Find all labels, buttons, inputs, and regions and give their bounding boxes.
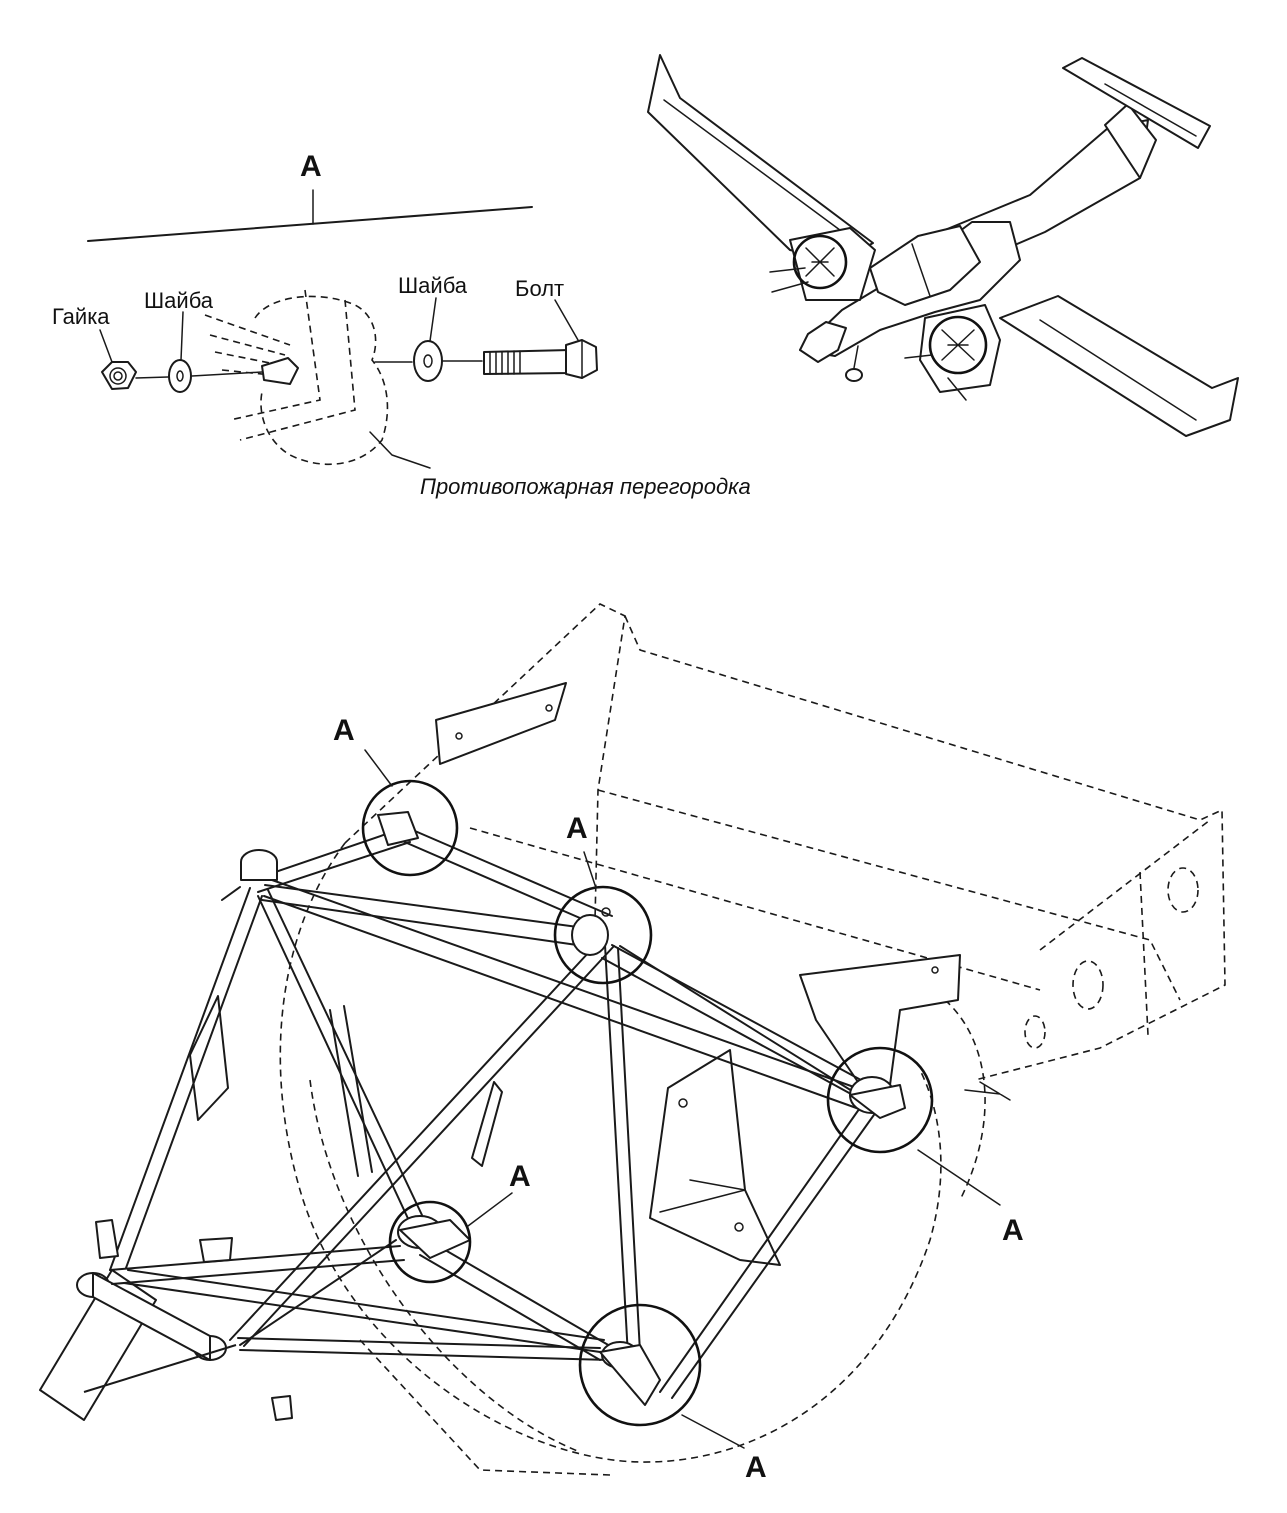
washer-left-label: Шайба bbox=[144, 288, 214, 313]
callout-leader-4 bbox=[467, 1192, 513, 1227]
callout-leader-3 bbox=[917, 1149, 1001, 1206]
section-label-a: A bbox=[300, 150, 322, 183]
engine-mount-illustration bbox=[39, 603, 1226, 1476]
nut-label: Гайка bbox=[52, 304, 110, 329]
firewall-label: Противопожарная перегородка bbox=[420, 474, 751, 499]
washer-right-leader bbox=[429, 297, 437, 342]
bolt-leader bbox=[554, 299, 579, 341]
callout-circle-1 bbox=[361, 779, 459, 877]
callout-circle-3 bbox=[826, 1046, 934, 1154]
bolt-label: Болт bbox=[515, 276, 565, 301]
callout-label-1: A bbox=[333, 714, 355, 747]
washer-left-part bbox=[168, 359, 192, 393]
bolt-hole-boss bbox=[261, 357, 299, 385]
callout-label-2: A bbox=[566, 812, 588, 845]
aircraft-illustration bbox=[647, 54, 1239, 437]
truss-joints bbox=[95, 811, 906, 1421]
callout-leader-2 bbox=[583, 851, 597, 889]
callout-leader-1 bbox=[364, 749, 393, 787]
nut-part bbox=[101, 361, 137, 390]
center-plate bbox=[649, 1049, 781, 1266]
firewall-outline bbox=[204, 289, 431, 469]
bolt-part bbox=[483, 339, 598, 379]
left-plate bbox=[189, 995, 229, 1121]
washer-right-label: Шайба bbox=[398, 273, 468, 298]
callout-circle-2 bbox=[553, 885, 653, 985]
callout-label-3: A bbox=[1002, 1214, 1024, 1247]
detail-view-a bbox=[87, 189, 598, 469]
right-bracket bbox=[799, 954, 961, 1086]
washer-right-part bbox=[374, 340, 483, 382]
callout-label-4: A bbox=[509, 1160, 531, 1193]
callout-label-5: A bbox=[745, 1451, 767, 1484]
callout-circle-5 bbox=[578, 1303, 702, 1427]
washer-left-leader bbox=[180, 311, 184, 361]
nut-leader bbox=[99, 329, 113, 363]
small-plate bbox=[471, 1081, 503, 1167]
upper-bracket bbox=[435, 682, 567, 765]
section-line-a bbox=[87, 206, 533, 242]
callout-circle-4 bbox=[388, 1200, 472, 1284]
nacelle-outline bbox=[279, 603, 1226, 1476]
callout-leader-5 bbox=[681, 1414, 745, 1449]
